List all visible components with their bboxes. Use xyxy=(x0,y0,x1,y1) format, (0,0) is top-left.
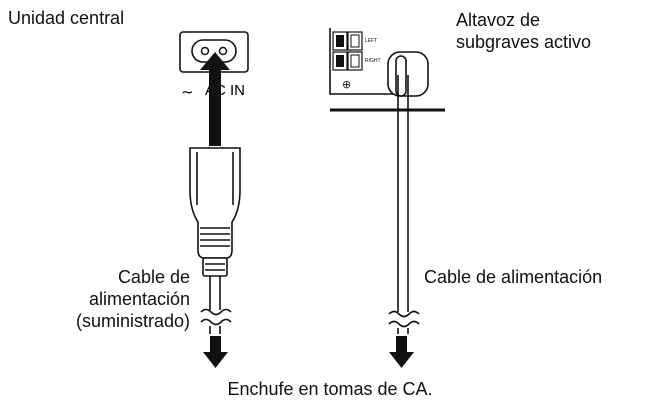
supplied-cord-label-line3: (suministrado) xyxy=(75,311,190,331)
main-unit-label: Unidad central xyxy=(8,8,125,28)
supplied-cord-label-line2: alimentación xyxy=(88,289,190,309)
supplied-cord-label-line1: Cable de xyxy=(117,267,190,287)
insert-arrow xyxy=(200,52,230,146)
subwoofer-label-line1: Altavoz de xyxy=(456,10,541,30)
power-plug xyxy=(189,147,241,277)
ground-symbol: ⊕ xyxy=(342,78,351,91)
ac-symbol: ∼ xyxy=(181,84,194,101)
terminal-right-label: RIGHT xyxy=(365,58,381,64)
outlet-caption: Enchufe en tomas de CA. xyxy=(227,379,433,399)
terminal-left-label: LEFT xyxy=(365,38,377,44)
supplied-cord xyxy=(200,276,232,334)
subwoofer-cord-label: Cable de alimentación xyxy=(424,267,603,287)
down-arrow-left xyxy=(203,336,228,368)
subwoofer-rear-panel xyxy=(329,28,445,112)
subwoofer-cord xyxy=(387,51,429,334)
subwoofer-label-line2: subgraves activo xyxy=(456,32,592,52)
down-arrow-right xyxy=(389,336,414,368)
ac-in-socket xyxy=(179,31,249,73)
